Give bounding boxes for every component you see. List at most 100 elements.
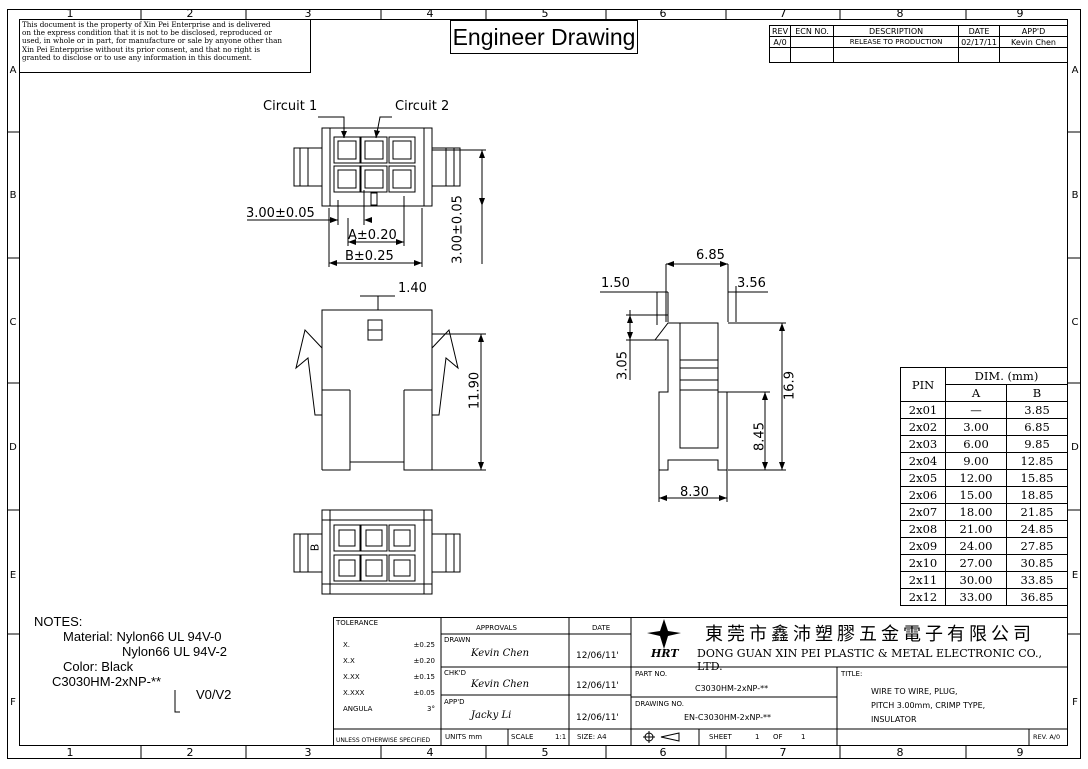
dim-8-45: 8.45 [752,422,768,451]
zone-col-2-top: 2 [186,7,194,20]
dimension-cell-pin: 2x10 [900,554,946,572]
zone-row-C-right: C [1071,317,1079,328]
zone-row-F-left: F [10,697,16,708]
dim-6-85: 6.85 [696,248,725,263]
suffix-leader [174,690,180,713]
zone-row-B-left: B [9,190,17,201]
dimension-cell-a: — [945,401,1007,419]
chkd-by: Kevin Chen [471,679,530,690]
dimension-cell-a: 3.00 [945,418,1007,436]
dimension-cell-pin: 2x04 [900,452,946,470]
dimension-cell-pin: 2x03 [900,435,946,453]
tolerance-value: ±0.25 [413,641,435,649]
dimension-cell-a: 21.00 [945,520,1007,538]
approvals-header: APPROVALS [476,624,517,632]
zone-col-7-bot: 7 [779,746,787,759]
drawing-title: Engineer Drawing [450,20,638,54]
dimension-cell-a: 9.00 [945,452,1007,470]
dimension-cell-pin: 2x07 [900,503,946,521]
company-logo-text: HRT [651,647,679,660]
dimension-cell-a: 12.00 [945,469,1007,487]
company-name-en: DONG GUAN XIN PEI PLASTIC & METAL ELECTR… [697,647,1043,673]
circuit-2-label: Circuit 2 [395,99,450,114]
drawn-date: 12/06/11' [576,651,619,661]
zone-col-7-top: 7 [779,7,787,20]
dimension-cell-pin: 2x02 [900,418,946,436]
dimension-cell-b: 3.85 [1006,401,1068,419]
dimension-row: 2x01—3.85 [900,401,1068,419]
bottom-view-mark-b: B [308,543,322,552]
tolerance-label: TOLERANCE [336,619,379,627]
col-b-header: B [1006,384,1068,402]
zone-row-A-right: A [1071,65,1079,76]
title-line-3: INSULATOR [871,715,917,724]
part-no-value: C3030HM-2xNP-** [695,684,769,693]
drawn-by: Kevin Chen [471,648,530,659]
dimension-cell-a: 18.00 [945,503,1007,521]
zone-col-5-top: 5 [541,7,549,20]
revision-table: REV ECN NO. DESCRIPTION DATE APP'D A/0 R… [768,25,1068,63]
dim-1-50: 1.50 [601,276,630,291]
dimension-cell-pin: 2x08 [900,520,946,538]
dimension-cell-b: 27.85 [1006,537,1068,555]
zone-col-9-top: 9 [1016,7,1024,20]
col-a-header: A [945,384,1007,402]
zone-col-3-bot: 3 [304,746,312,759]
zone-col-3-top: 3 [304,7,312,20]
zone-row-A-left: A [9,65,17,76]
zone-col-1-bot: 1 [66,746,74,759]
dimension-cell-pin: 2x11 [900,571,946,589]
dim-1-40: 1.40 [398,281,427,296]
scale-value: 1:1 [555,733,567,741]
dimension-cell-pin: 2x01 [900,401,946,419]
dimension-cell-a: 27.00 [945,554,1007,572]
dim-3-05: 3.05 [615,351,631,380]
title-line-2: PITCH 3.00mm, CRIMP TYPE, [871,701,986,710]
part-no-label: PART NO. [635,670,668,678]
size-label: SIZE: A4 [577,733,607,741]
dimension-cell-pin: 2x09 [900,537,946,555]
company-logo-star-icon [647,619,681,649]
drawing-outer-frame [7,9,1081,759]
drawing-no-label: DRAWING NO. [635,700,684,708]
of-number: 1 [801,733,806,741]
appd-label: APP'D [444,698,465,706]
dim-pitch-width: 3.00±0.05 [246,206,315,221]
dimension-cell-pin: 2x12 [900,588,946,606]
suffix-note: V0/V2 [196,687,232,702]
title-label: TITLE: [841,670,863,678]
pin-header: PIN [900,367,946,402]
zone-row-C-left: C [9,317,17,328]
part-note: C3030HM-2xNP-** [52,674,162,689]
zone-col-4-bot: 4 [426,746,434,759]
zone-col-2-bot: 2 [186,746,194,759]
zone-col-9-bot: 9 [1016,746,1024,759]
dim-b: B±0.25 [345,249,394,264]
dim-8-30: 8.30 [680,485,709,500]
zone-row-D-left: D [9,442,17,453]
zone-col-8-bot: 8 [896,746,904,759]
dimension-cell-b: 9.85 [1006,435,1068,453]
dimension-cell-pin: 2x06 [900,486,946,504]
of-label: OF [773,733,783,741]
tolerance-row: X.±0.25 [343,641,435,657]
zone-col-1-top: 1 [66,7,74,20]
sheet-number: 1 [755,733,760,741]
sheet-label: SHEET [709,733,732,741]
zone-ticks [7,9,1081,759]
dimension-cell-b: 24.85 [1006,520,1068,538]
dim-a: A±0.20 [348,228,397,243]
appd-date: 12/06/11' [576,713,619,723]
